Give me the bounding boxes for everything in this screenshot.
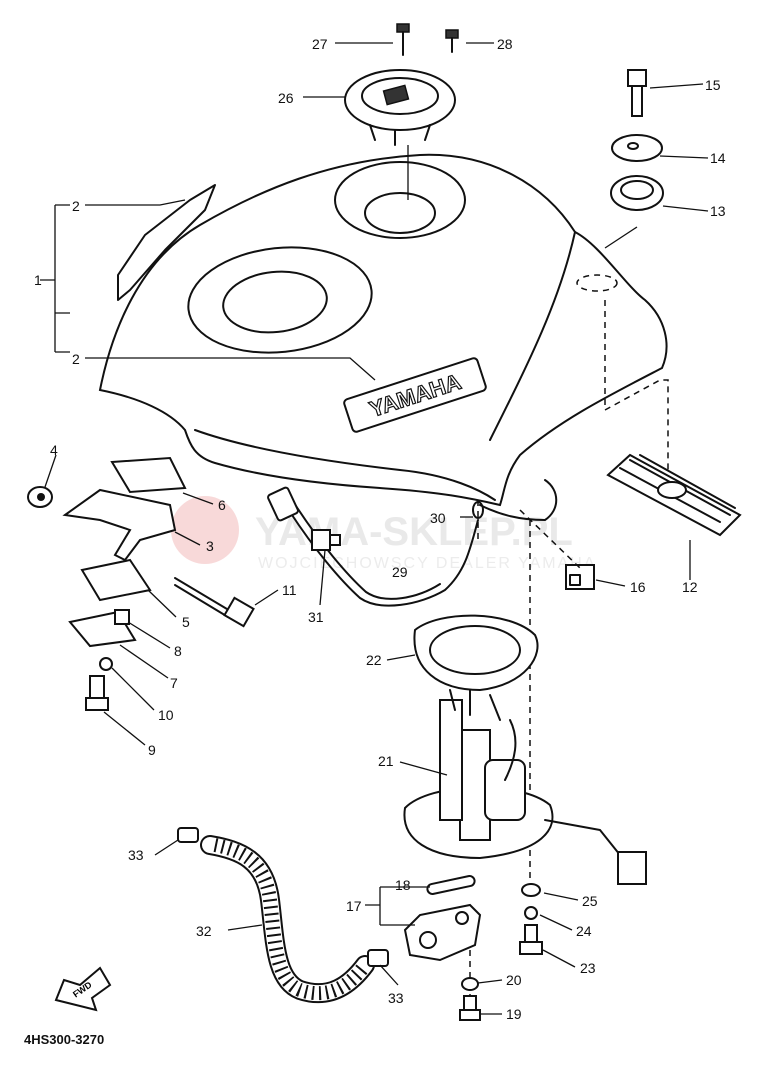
mount-guide-line [604, 300, 669, 470]
damper-13 [610, 175, 664, 211]
coupler-16 [565, 564, 595, 590]
callout-3: 3 [206, 538, 214, 554]
callout-30: 30 [430, 510, 446, 526]
tank-side-crease [489, 231, 576, 441]
callout-17: 17 [346, 898, 362, 914]
callout-7: 7 [170, 675, 178, 691]
gasket-22 [413, 614, 539, 692]
callout-28: 28 [497, 36, 513, 52]
callout-18: 18 [395, 877, 411, 893]
tank-cap-well [334, 161, 466, 239]
watermark-tagline: WOJCIECHOWSCY DEALER YAMAHA [258, 555, 597, 572]
callout-5: 5 [182, 614, 190, 630]
callout-15: 15 [705, 77, 721, 93]
callout-1: 1 [34, 272, 42, 288]
tank-cap-opening [364, 192, 436, 234]
washer-20 [461, 977, 479, 991]
watermark: YAMA-SKLEP.PL WOJCIECHOWSCY DEALER YAMAH… [171, 496, 597, 572]
tank-shell [98, 153, 668, 507]
callout-21: 21 [378, 753, 394, 769]
callout-2-bottom: 2 [72, 351, 80, 367]
callout-6: 6 [218, 497, 226, 513]
callout-19: 19 [506, 1006, 522, 1022]
callout-33-top: 33 [128, 847, 144, 863]
callout-2-top: 2 [72, 198, 80, 214]
bolt-23 [519, 924, 543, 955]
callout-22: 22 [366, 652, 382, 668]
bolt-15 [627, 69, 647, 117]
grommet-25 [521, 883, 541, 897]
tank-lower-edge [194, 429, 496, 501]
fuel-hose-32 [200, 835, 375, 1004]
hose-end-fitting [267, 486, 299, 522]
callout-numbers: 1 2 2 3 4 5 6 7 8 9 10 11 12 13 14 15 16… [34, 36, 726, 1022]
bolt-9 [85, 675, 109, 711]
rubber-pad-12 [606, 453, 742, 537]
callout-10: 10 [158, 707, 174, 723]
fuel-pump-21 [403, 689, 647, 885]
collar-8 [114, 609, 130, 625]
connector-30 [472, 501, 484, 519]
diagram-code: 4HS300-3270 [24, 1032, 104, 1047]
watermark-logo-icon [171, 496, 239, 564]
callout-32: 32 [196, 923, 212, 939]
callout-20: 20 [506, 972, 522, 988]
tank-rear-bulge [479, 479, 558, 521]
bracket-3 [62, 488, 177, 562]
callout-13: 13 [710, 203, 726, 219]
callout-29: 29 [392, 564, 408, 580]
screw-27 [396, 23, 410, 56]
callout-31: 31 [308, 609, 324, 625]
bolt-11 [174, 577, 255, 628]
o-ring-18 [426, 875, 476, 895]
front-direction-arrow: FWD [54, 966, 112, 1012]
hidden-mount-outline [576, 274, 618, 292]
screw-28 [445, 29, 459, 53]
fuel-tank: YAMAHA [98, 153, 668, 521]
bracket-assembly [62, 456, 187, 711]
hose-clip-33-bottom [367, 949, 389, 967]
callout-33-bottom: 33 [388, 990, 404, 1006]
bracket-6 [110, 456, 187, 494]
callout-23: 23 [580, 960, 596, 976]
callout-14: 14 [710, 150, 726, 166]
washer-24 [524, 906, 538, 920]
side-graphic-2-top [117, 184, 216, 301]
callout-9: 9 [148, 742, 156, 758]
washer-10 [99, 657, 113, 671]
hose-clip-33-top [177, 827, 199, 843]
callout-4: 4 [50, 442, 58, 458]
callout-27: 27 [312, 36, 328, 52]
callout-8: 8 [174, 643, 182, 659]
coupler-guide [519, 509, 581, 569]
knee-recess-inner [222, 270, 328, 334]
callout-11: 11 [282, 582, 297, 598]
leader-lines [40, 42, 709, 1015]
knee-recess-outer [187, 246, 373, 354]
bolt-19 [459, 995, 481, 1021]
callout-24: 24 [576, 923, 592, 939]
callout-25: 25 [582, 893, 598, 909]
pump-connector [617, 851, 647, 885]
fuel-cap-26 [344, 69, 456, 146]
clip-31 [311, 529, 341, 551]
fuel-cock-17 [403, 903, 482, 962]
bracket-5 [80, 558, 152, 602]
mount-leader [604, 226, 638, 249]
callout-12: 12 [682, 579, 698, 595]
callout-16: 16 [630, 579, 646, 595]
grommet-4 [27, 486, 53, 508]
callout-26: 26 [278, 90, 294, 106]
